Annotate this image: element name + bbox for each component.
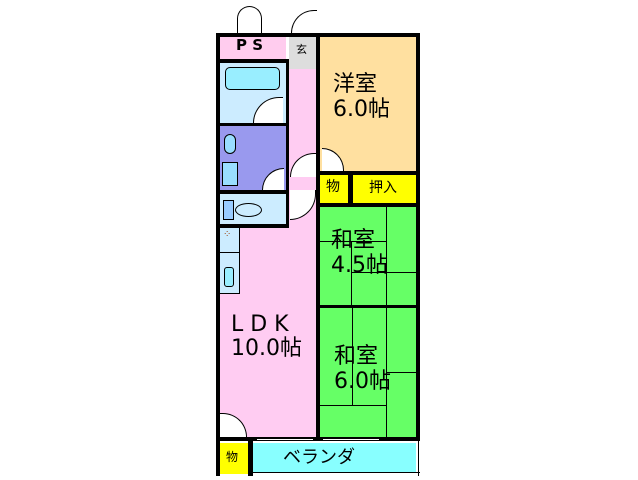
tatami-line bbox=[351, 241, 352, 305]
toilet-wall bbox=[220, 224, 290, 228]
wet-area-wall bbox=[286, 59, 289, 228]
veranda-rail-right bbox=[418, 441, 419, 476]
bathtub-icon bbox=[225, 67, 280, 90]
mono-2-label: 物 bbox=[226, 450, 239, 464]
oshiire-wall bbox=[320, 203, 416, 207]
veranda-label: ベランダ bbox=[283, 447, 355, 468]
room-veranda bbox=[253, 443, 416, 472]
tatami-line bbox=[386, 207, 387, 305]
mono-veranda-wall bbox=[248, 441, 253, 476]
ldk-label-line1: L D K bbox=[231, 312, 289, 337]
veranda-rail bbox=[253, 472, 420, 474]
genkan-label: 玄 bbox=[296, 43, 307, 56]
center-wall bbox=[316, 33, 320, 439]
washbasin-icon bbox=[224, 134, 236, 154]
mono-1-label: 物 bbox=[326, 179, 340, 195]
washitsu-2-label-line1: 和室 bbox=[334, 344, 379, 369]
sink-basin-icon bbox=[224, 267, 234, 287]
washer-icon bbox=[222, 162, 238, 186]
yoshitsu-label-line1: 洋室 bbox=[333, 72, 378, 97]
washitsu-2-label-line2: 6.0帖 bbox=[334, 369, 391, 394]
kitchen-stove-icon bbox=[220, 228, 240, 252]
room-mono-1 bbox=[320, 175, 348, 203]
tatami-line bbox=[320, 405, 386, 406]
tatami-line bbox=[386, 372, 416, 373]
room-yoshitsu bbox=[320, 37, 416, 171]
yoshitsu-wall bbox=[320, 171, 416, 175]
mono-oshiire-wall bbox=[348, 175, 353, 203]
entrance-door-icon bbox=[291, 10, 317, 33]
washitsu-wall bbox=[320, 305, 416, 308]
tatami-line bbox=[320, 241, 386, 242]
sash-window bbox=[322, 438, 380, 441]
stove-burners-icon: ⁘ bbox=[223, 229, 232, 240]
room-ps bbox=[220, 37, 286, 59]
room-oshiire bbox=[353, 175, 416, 203]
toilet-bowl-icon bbox=[235, 203, 262, 217]
sash-window bbox=[256, 438, 314, 441]
room-washitsu-2 bbox=[320, 308, 416, 439]
outer-wall-left bbox=[216, 33, 220, 476]
ldk-label-line2: 10.0帖 bbox=[231, 336, 302, 361]
bottom-wall bbox=[216, 437, 420, 441]
yoshitsu-label-line2: 6.0帖 bbox=[333, 97, 390, 122]
washroom-wall bbox=[220, 190, 290, 194]
ps-wall bbox=[220, 59, 286, 63]
tatami-line bbox=[386, 308, 387, 439]
ps-label: P S bbox=[236, 36, 264, 54]
toilet-tank-icon bbox=[223, 200, 234, 220]
room-washitsu-1 bbox=[320, 207, 416, 305]
washitsu-1-label-line1: 和室 bbox=[331, 228, 376, 253]
bath-wall bbox=[220, 123, 286, 126]
washitsu-1-label-line2: 4.5帖 bbox=[331, 253, 388, 278]
tatami-line bbox=[352, 308, 353, 405]
room-mono-2 bbox=[220, 443, 248, 474]
oshiire-label: 押入 bbox=[369, 180, 397, 196]
ps-door-icon bbox=[237, 6, 262, 33]
outer-wall-right bbox=[416, 33, 420, 437]
room-genkan bbox=[289, 37, 316, 69]
tatami-line bbox=[351, 272, 416, 273]
